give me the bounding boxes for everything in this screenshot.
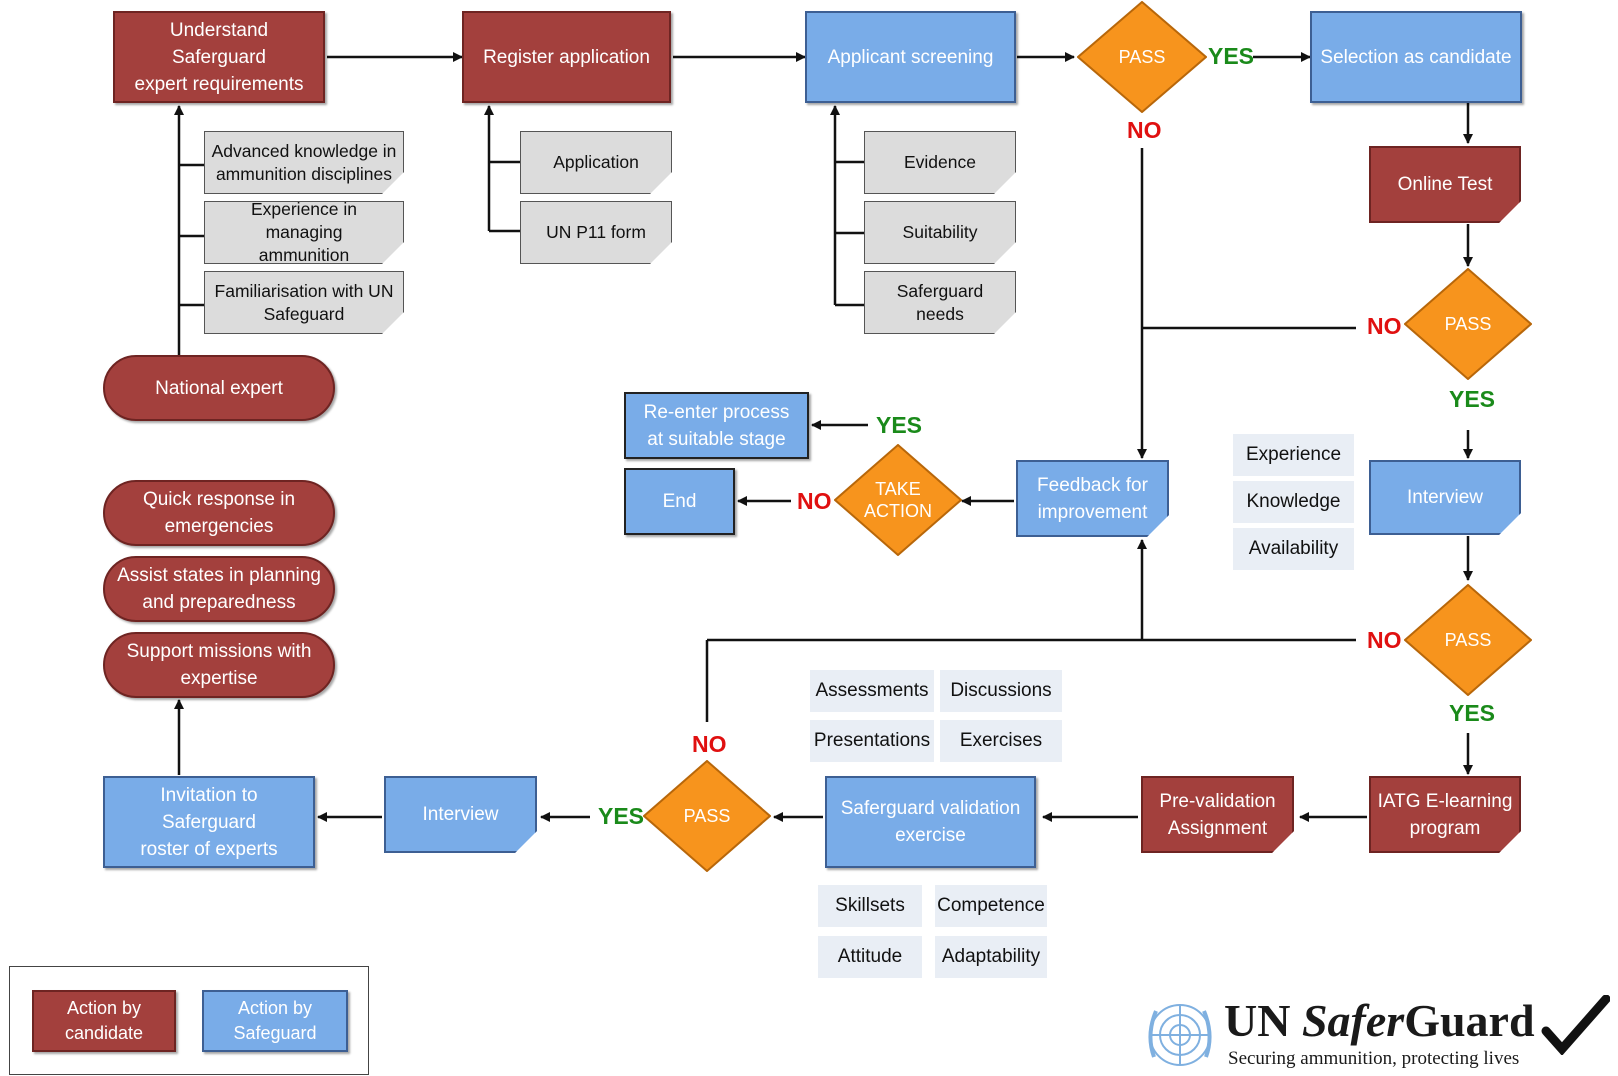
decision-take-action-label: TAKE ACTION <box>863 479 932 521</box>
logo-guard: Guard <box>1404 995 1535 1046</box>
tag-adaptability: Adaptability <box>935 936 1047 978</box>
tag-assessments: Assessments <box>810 670 934 712</box>
node-online-test: Online Test <box>1369 146 1521 223</box>
label-no-online-test: NO <box>1367 313 1402 339</box>
outcome-assist-states: Assist states in planning and preparedne… <box>103 556 335 622</box>
decision-pass-interview-label: PASS <box>1444 630 1492 650</box>
un-saferguard-logo: UN SaferGuard Securing ammunition, prote… <box>1142 995 1612 1073</box>
doc-un-p11-form: UN P11 form <box>520 201 672 264</box>
node-national-expert: National expert <box>103 355 335 421</box>
decision-pass-online-test: PASS <box>1404 268 1532 380</box>
un-emblem-icon <box>1148 1004 1212 1066</box>
logo-wordmark: UN SaferGuard <box>1224 995 1535 1047</box>
doc-saferguard-needs: Saferguard needs <box>864 271 1016 334</box>
legend-safeguard: Action by Safeguard <box>202 990 348 1052</box>
doc-familiarisation: Familiarisation with UN Safeguard <box>204 271 404 334</box>
node-end: End <box>624 468 735 535</box>
node-prevalidation-assignment: Pre-validation Assignment <box>1141 776 1294 853</box>
label-yes-interview: YES <box>1449 700 1496 726</box>
logo-safer: Safer <box>1301 995 1405 1046</box>
node-interview-2: Interview <box>384 776 537 853</box>
label-no-validation: NO <box>692 731 727 757</box>
node-feedback-improvement: Feedback for improvement <box>1016 460 1169 537</box>
doc-application: Application <box>520 131 672 194</box>
outcome-support-missions: Support missions with expertise <box>103 632 335 698</box>
label-yes-screening: YES <box>1208 43 1255 69</box>
decision-pass-screening: PASS <box>1077 1 1207 113</box>
node-interview-1: Interview <box>1369 460 1521 535</box>
tag-competence: Competence <box>935 885 1047 927</box>
tag-presentations: Presentations <box>810 720 934 762</box>
tag-skillsets: Skillsets <box>818 885 922 927</box>
tag-discussions: Discussions <box>940 670 1062 712</box>
node-applicant-screening: Applicant screening <box>805 11 1016 103</box>
node-iatg-elearning: IATG E-learning program <box>1369 776 1521 853</box>
checkmark-icon <box>1541 995 1610 1055</box>
logo-tagline: Securing ammunition, protecting lives <box>1228 1048 1520 1069</box>
label-no-interview: NO <box>1367 627 1402 653</box>
tag-attitude: Attitude <box>818 936 922 978</box>
node-understand-requirements: Understand Saferguard expert requirement… <box>113 11 325 103</box>
decision-pass-validation-label: PASS <box>683 806 731 826</box>
doc-suitability: Suitability <box>864 201 1016 264</box>
label-no-screening: NO <box>1127 117 1162 143</box>
doc-advanced-knowledge: Advanced knowledge in ammunition discipl… <box>204 131 404 194</box>
node-register-application: Register application <box>462 11 671 103</box>
decision-pass-online-test-label: PASS <box>1444 314 1492 334</box>
outcome-quick-response: Quick response in emergencies <box>103 480 335 546</box>
decision-pass-screening-label: PASS <box>1118 47 1166 67</box>
doc-experience-managing: Experience in managing ammunition <box>204 201 404 264</box>
node-selection-candidate: Selection as candidate <box>1310 11 1522 103</box>
tag-experience: Experience <box>1233 434 1354 476</box>
label-no-take-action: NO <box>797 488 832 514</box>
tag-knowledge: Knowledge <box>1233 481 1354 523</box>
label-yes-online-test: YES <box>1449 386 1496 412</box>
decision-pass-validation: PASS <box>643 760 771 872</box>
decision-pass-interview: PASS <box>1404 584 1532 696</box>
tag-availability: Availability <box>1233 528 1354 570</box>
node-reenter-process: Re-enter process at suitable stage <box>624 392 809 459</box>
node-invitation-roster: Invitation to Saferguard roster of exper… <box>103 776 315 868</box>
decision-take-action: TAKE ACTION <box>834 444 962 556</box>
doc-evidence: Evidence <box>864 131 1016 194</box>
tag-exercises: Exercises <box>940 720 1062 762</box>
label-yes-take-action: YES <box>876 412 923 438</box>
logo-un: UN <box>1224 995 1302 1046</box>
label-yes-validation: YES <box>598 803 645 829</box>
legend-candidate: Action by candidate <box>32 990 176 1052</box>
node-validation-exercise: Saferguard validation exercise <box>825 776 1036 868</box>
